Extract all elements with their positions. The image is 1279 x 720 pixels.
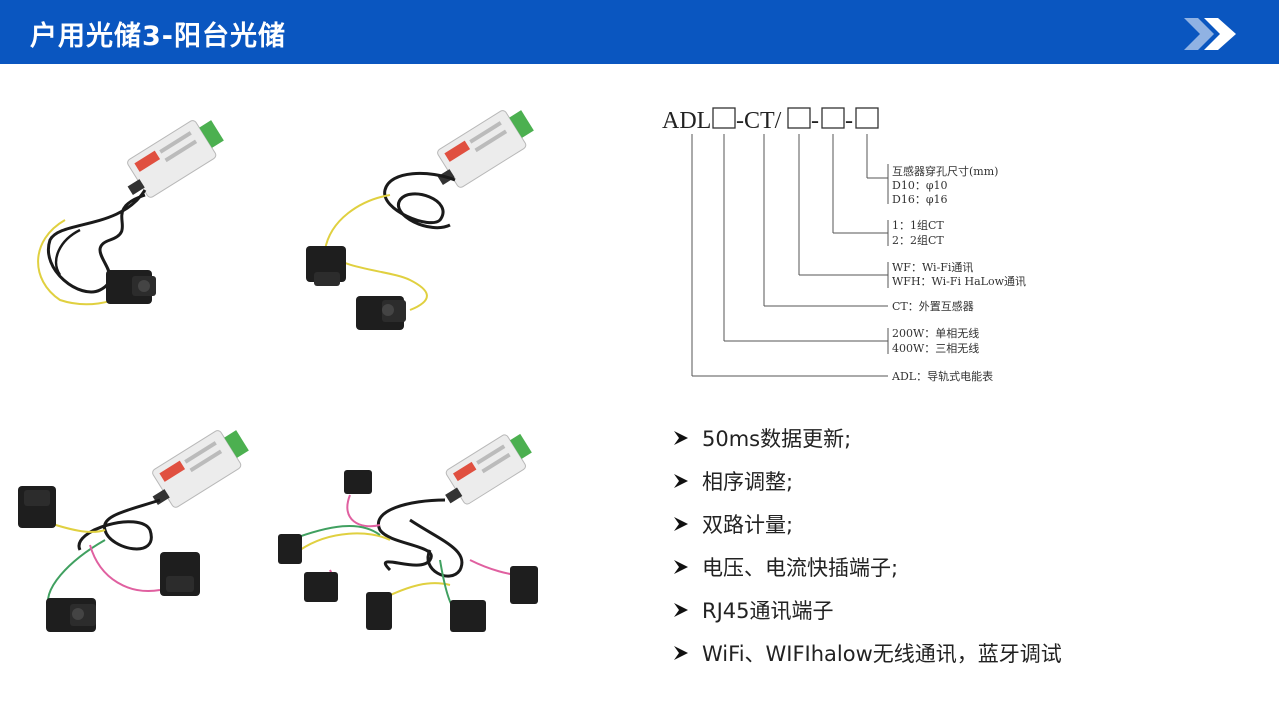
arrowhead-bullet-icon (674, 602, 688, 617)
desc-ct-group-2: 2：2组CT (892, 233, 944, 247)
feature-item: 相序调整; (672, 459, 1232, 502)
feature-text: WiFi、WIFIhalow无线通讯，蓝牙调试 (702, 641, 1062, 666)
feature-item: 电压、电流快插端子; (672, 545, 1232, 588)
current-transformer (344, 470, 372, 494)
current-transformer (46, 598, 96, 632)
slide-title: 户用光储3-阳台光储 (30, 21, 286, 52)
desc-ct-external: CT：外置互感器 (892, 300, 974, 313)
feature-item: RJ45通讯端子 (672, 588, 1232, 631)
current-transformer (366, 592, 392, 630)
rail-meter (445, 433, 532, 505)
model-code-diagram: ADL -CT/ - - 互感器穿孔尺寸(mm) D10：φ10 D16：φ16… (662, 107, 1026, 383)
desc-comm-wfh: WFH：Wi-Fi HaLow通讯 (892, 275, 1026, 288)
feature-item: WiFi、WIFIhalow无线通讯，蓝牙调试 (672, 631, 1232, 674)
current-transformer (106, 270, 156, 304)
feature-text: 双路计量; (702, 512, 794, 537)
desc-adl-meter: ADL：导轨式电能表 (891, 369, 993, 383)
code-box-power (712, 107, 736, 129)
feature-text: 相序调整; (702, 469, 794, 494)
rail-meter (127, 120, 224, 198)
feature-text: 50ms数据更新; (702, 426, 852, 451)
arrowhead-bullet-icon (674, 430, 688, 445)
product-photo-single-ct-yellow (37, 120, 224, 306)
current-transformer (304, 572, 338, 602)
current-transformer (278, 534, 302, 564)
product-photo-triple-ct (18, 430, 249, 632)
arrowhead-bullet-icon (674, 559, 688, 574)
feature-text: RJ45通讯端子 (702, 598, 834, 623)
current-transformer (356, 296, 406, 330)
desc-comm-wf: WF：Wi-Fi通讯 (892, 261, 973, 274)
code-sep-dash-2: - (845, 108, 853, 134)
rail-meter (152, 430, 249, 508)
arrowhead-bullet-icon (674, 516, 688, 531)
feature-item: 50ms数据更新; (672, 416, 1232, 459)
code-box-comm (787, 107, 811, 129)
current-transformer (18, 486, 56, 528)
desc-hole-size-title: 互感器穿孔尺寸(mm) (892, 164, 998, 178)
code-prefix: ADL (662, 108, 711, 134)
current-transformer (160, 552, 200, 596)
feature-item: 双路计量; (672, 502, 1232, 545)
feature-list: 50ms数据更新; 相序调整; 双路计量; 电压、电流快插端子; RJ45通讯端… (672, 416, 1232, 674)
desc-power-400w: 400W：三相无线 (892, 341, 979, 355)
current-transformer (510, 566, 538, 604)
arrowhead-bullet-icon (674, 645, 688, 660)
product-photo-six-ct (278, 433, 538, 632)
current-transformer (306, 246, 346, 286)
code-box-ct-count (821, 107, 845, 129)
code-sep-ct: -CT/ (736, 108, 782, 134)
product-photo-dual-ct-yellow (306, 110, 534, 330)
desc-power-200w: 200W：单相无线 (892, 326, 979, 340)
double-chevron-right-icon (1184, 18, 1236, 50)
diagram-lines (691, 134, 889, 377)
arrowhead-bullet-icon (674, 473, 688, 488)
code-box-hole-size (855, 107, 879, 129)
slide-header: 户用光储3-阳台光储 (0, 0, 1279, 64)
rail-meter (437, 110, 534, 188)
desc-hole-d16: D16：φ16 (892, 193, 948, 206)
current-transformer (450, 600, 486, 632)
desc-ct-group-1: 1：1组CT (892, 218, 944, 232)
feature-text: 电压、电流快插端子; (702, 555, 899, 580)
code-sep-dash-1: - (811, 108, 819, 134)
desc-hole-d10: D10：φ10 (892, 179, 948, 192)
